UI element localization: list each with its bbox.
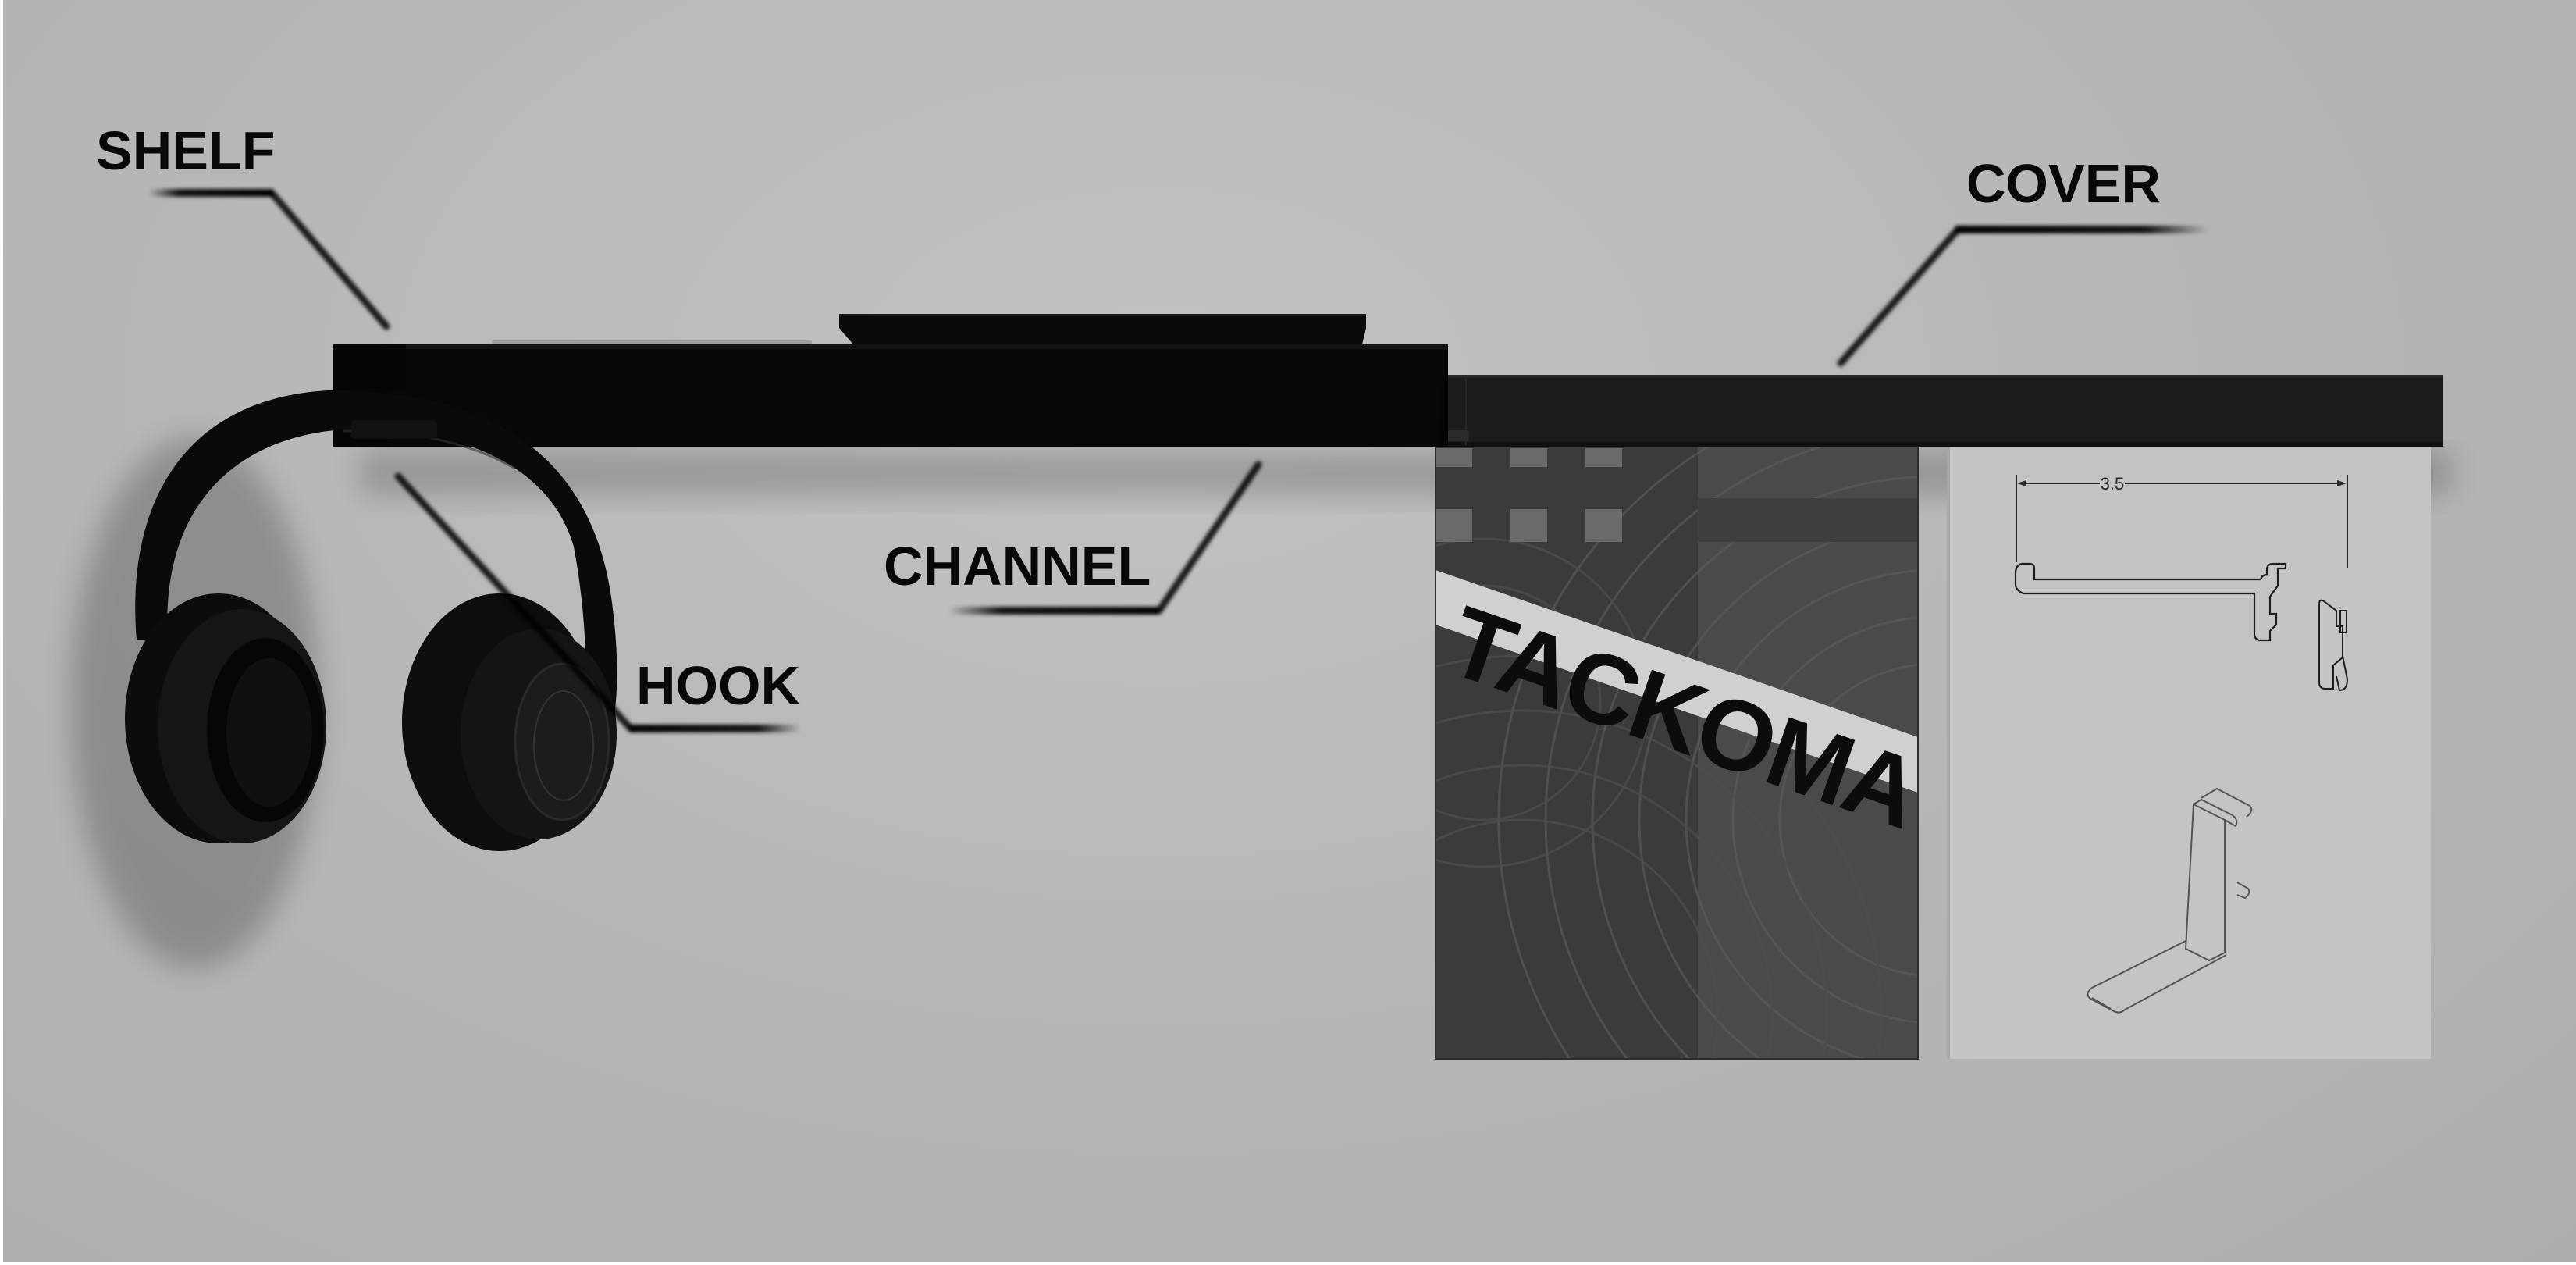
leader-channel: [948, 461, 1262, 615]
leader-cover: [1837, 226, 2209, 367]
leader-hook: [394, 472, 801, 732]
product-scene: TACKOMA 3.5: [3, 0, 2576, 1262]
shelf-tray: [839, 314, 1366, 344]
leader-shelf: [148, 189, 390, 330]
dimension-line: [2016, 475, 2348, 568]
hook-isometric-drawing: [2087, 787, 2253, 1014]
dimension-value: 3.5: [2101, 474, 2125, 494]
poster-dark: TACKOMA: [1435, 446, 1919, 1060]
profile-drawing: [2014, 562, 2287, 642]
label-channel: CHANNEL: [884, 536, 1151, 597]
label-hook: HOOK: [636, 655, 800, 716]
cover-bar: [1439, 375, 2443, 447]
headphones: [125, 390, 617, 851]
label-cover: COVER: [1966, 153, 2161, 214]
poster-drawing: 3.5: [1947, 447, 2431, 1059]
scene-graphics: TACKOMA 3.5: [70, 189, 2451, 1060]
label-shelf: SHELF: [96, 120, 276, 181]
